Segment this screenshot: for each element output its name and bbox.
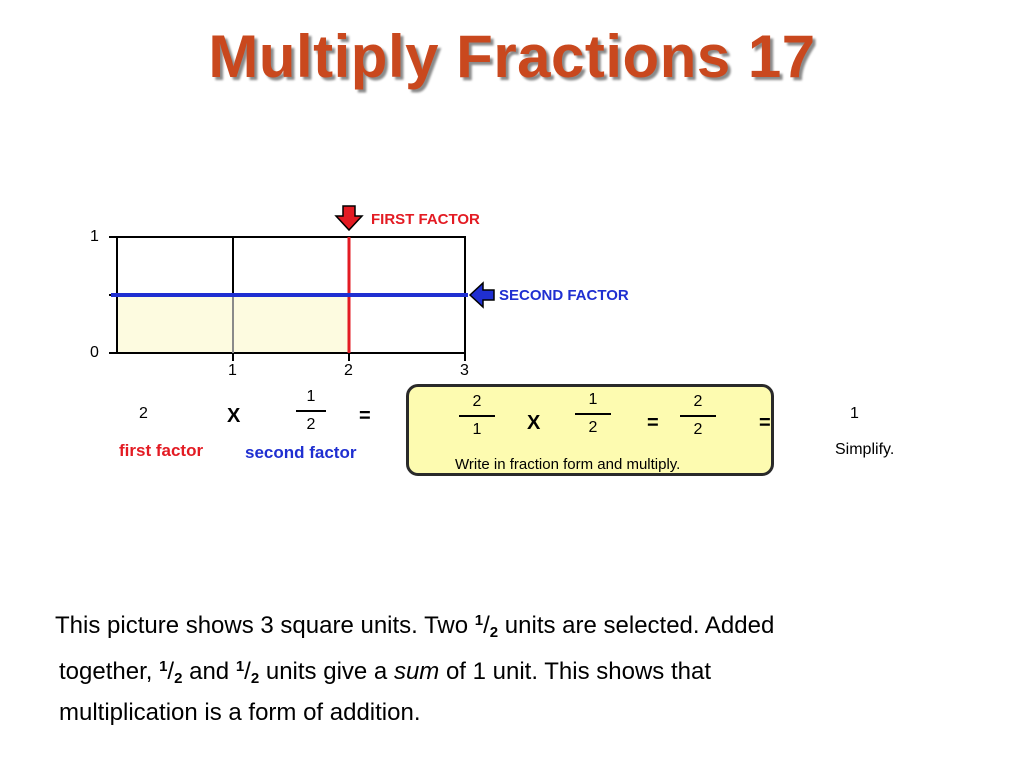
paragraph-text: and bbox=[182, 658, 236, 685]
x-tick-label-1: 1 bbox=[228, 362, 237, 379]
fraction-bar bbox=[296, 410, 326, 412]
box-times-sign: X bbox=[527, 412, 541, 434]
fraction-slash: / bbox=[167, 658, 175, 685]
paragraph-text: of 1 unit. This shows that bbox=[439, 658, 711, 685]
simplified-result: 1 bbox=[850, 405, 859, 422]
fraction-bar bbox=[459, 415, 495, 417]
fraction-numerator: 2 bbox=[693, 393, 703, 410]
fraction-denominator: 2 bbox=[588, 419, 598, 436]
simplify-caption: Simplify. bbox=[835, 441, 895, 458]
page-title: Multiply Fractions 17 bbox=[208, 23, 816, 90]
second-factor-label: SECOND FACTOR bbox=[499, 287, 629, 304]
times-sign: X bbox=[227, 405, 241, 427]
fraction-bar bbox=[575, 413, 611, 415]
paragraph-emphasis: sum bbox=[393, 658, 440, 685]
second-factor-fraction: 1 2 bbox=[291, 388, 331, 434]
explanation-paragraph: This picture shows 3 square units. Two 1… bbox=[55, 604, 935, 730]
paragraph-text: together, bbox=[59, 658, 160, 685]
first-factor-number: 2 bbox=[139, 405, 148, 422]
y-tick-label-1: 1 bbox=[90, 228, 99, 245]
fraction-numerator: 1 bbox=[588, 391, 598, 408]
first-factor-caption: first factor bbox=[119, 441, 204, 460]
box-fraction-result: 2 2 bbox=[678, 393, 718, 439]
fraction-denominator: 2 bbox=[489, 624, 499, 641]
fraction-numerator: 1 bbox=[235, 658, 245, 675]
fraction-numerator: 2 bbox=[472, 393, 482, 410]
fraction-equation-box: 2 1 X 1 2 = 2 2 = Write in fraction form… bbox=[406, 384, 774, 476]
unit-grid-diagram bbox=[109, 205, 495, 361]
fraction-numerator: 1 bbox=[159, 658, 168, 675]
paragraph-line-2: together, 1/2 and 1/2 units give a sum o… bbox=[55, 650, 935, 696]
fraction-numerator: 1 bbox=[474, 612, 484, 629]
fraction-denominator: 2 bbox=[306, 416, 316, 433]
box-equals-sign-1: = bbox=[647, 412, 659, 434]
box-fraction-first: 2 1 bbox=[457, 393, 497, 439]
box-caption: Write in fraction form and multiply. bbox=[455, 456, 681, 473]
fraction-slash: / bbox=[244, 658, 251, 685]
fraction-denominator: 2 bbox=[250, 670, 260, 687]
box-fraction-second: 1 2 bbox=[573, 391, 613, 437]
equals-sign: = bbox=[359, 405, 371, 427]
paragraph-text: units are selected. Added bbox=[498, 612, 775, 639]
paragraph-text: units give a bbox=[259, 658, 394, 685]
fraction-denominator: 1 bbox=[472, 421, 482, 438]
fraction-numerator: 1 bbox=[306, 388, 316, 405]
box-equals-sign-2: = bbox=[759, 412, 771, 434]
x-tick-label-2: 2 bbox=[344, 362, 353, 379]
paragraph-text: This picture shows 3 square units. Two bbox=[55, 612, 475, 639]
fraction-denominator: 2 bbox=[174, 670, 183, 687]
second-factor-caption: second factor bbox=[245, 443, 357, 462]
paragraph-line-3: multiplication is a form of addition. bbox=[59, 699, 421, 726]
fraction-slash: / bbox=[483, 612, 490, 639]
y-tick-label-0: 0 bbox=[90, 344, 99, 361]
fraction-bar bbox=[680, 415, 716, 417]
first-factor-arrow-icon bbox=[334, 205, 364, 232]
first-factor-label: FIRST FACTOR bbox=[371, 211, 480, 228]
x-tick-label-3: 3 bbox=[460, 362, 469, 379]
second-factor-arrow-icon bbox=[468, 281, 495, 309]
fraction-denominator: 2 bbox=[693, 421, 703, 438]
paragraph-line-1: This picture shows 3 square units. Two 1… bbox=[55, 604, 935, 650]
